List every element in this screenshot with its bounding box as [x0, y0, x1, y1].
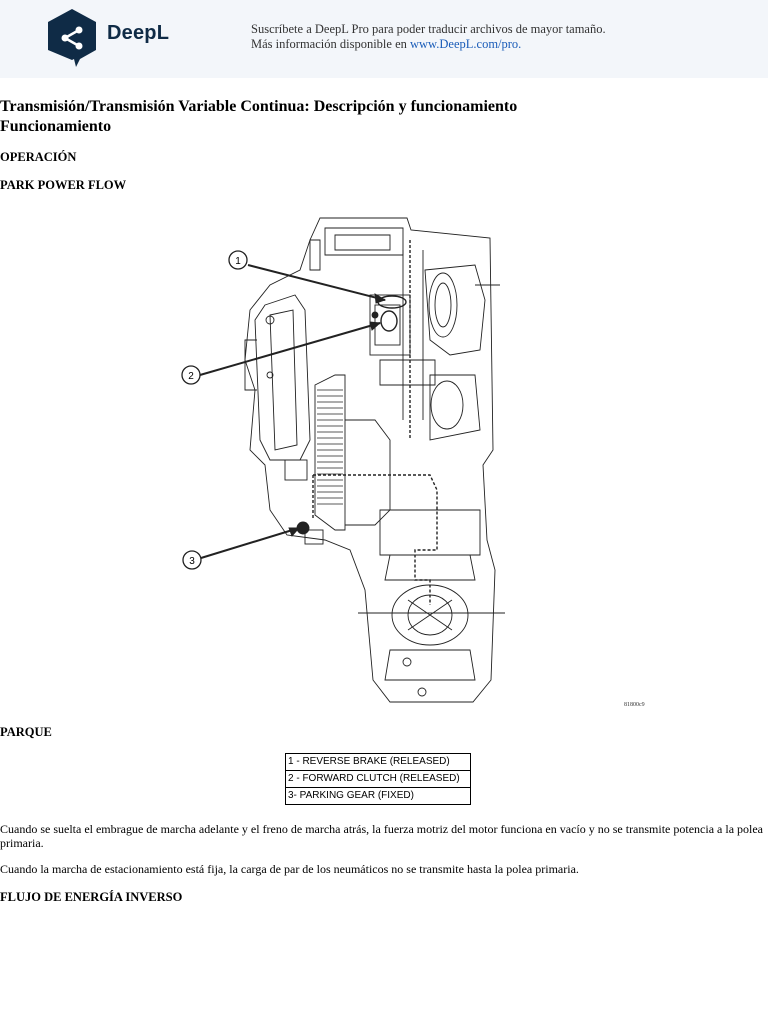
deepl-pro-link[interactable]: www.DeepL.com/pro. — [410, 37, 522, 51]
heading-park-power-flow: PARK POWER FLOW — [0, 178, 127, 192]
heading-parque: PARQUE — [0, 725, 52, 739]
heading-operation: OPERACIÓN — [0, 150, 77, 164]
paragraph-1: Cuando se suelta el embrague de marcha a… — [0, 822, 764, 850]
title-line-2: Funcionamiento — [0, 118, 112, 135]
callout-2: 2 — [188, 371, 194, 382]
callout-1: 1 — [235, 256, 241, 267]
legend-table: 1 - REVERSE BRAKE (RELEASED) 2 - FORWARD… — [285, 753, 471, 805]
promo-text: Suscríbete a DeepL Pro para poder traduc… — [251, 22, 606, 52]
promo-line-1: Suscríbete a DeepL Pro para poder traduc… — [251, 22, 606, 36]
legend-row: 3- PARKING GEAR (FIXED) — [285, 787, 471, 805]
legend-row: 2 - FORWARD CLUTCH (RELEASED) — [285, 770, 471, 788]
legend-item-1: 1 - REVERSE BRAKE (RELEASED) — [285, 753, 471, 771]
promo-line-2-prefix: Más información disponible en — [251, 37, 410, 51]
title-line-1: Transmisión/Transmisión Variable Continu… — [0, 98, 518, 115]
legend-item-3: 3- PARKING GEAR (FIXED) — [285, 787, 471, 805]
paragraph-2: Cuando la marcha de estacionamiento está… — [0, 862, 579, 876]
figure-code: 81800c9 — [624, 702, 645, 708]
brand-name[interactable]: DeepL — [107, 22, 170, 44]
deepl-logo-icon[interactable] — [46, 9, 98, 67]
deepl-banner: DeepL Suscríbete a DeepL Pro para poder … — [0, 0, 768, 78]
transmission-diagram: 1 2 3 — [181, 217, 505, 703]
promo-line-2: Más información disponible en www.DeepL.… — [251, 37, 606, 52]
callout-3: 3 — [189, 556, 195, 567]
legend-row: 1 - REVERSE BRAKE (RELEASED) — [285, 753, 471, 771]
page-title: Transmisión/Transmisión Variable Continu… — [0, 97, 768, 137]
heading-reverse-power-flow: FLUJO DE ENERGÍA INVERSO — [0, 890, 183, 904]
legend-item-2: 2 - FORWARD CLUTCH (RELEASED) — [285, 770, 471, 788]
